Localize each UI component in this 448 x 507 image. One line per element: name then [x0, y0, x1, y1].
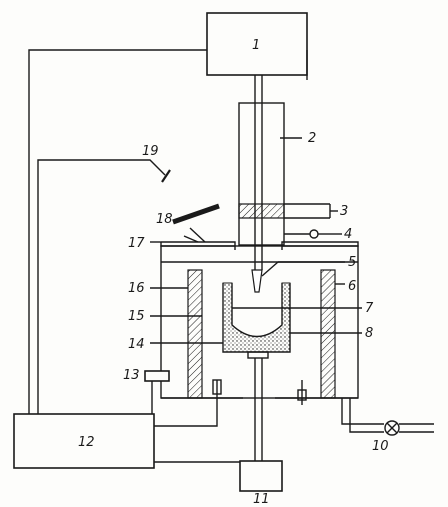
thermocouple-right-head — [297, 389, 307, 401]
leader-5a — [261, 261, 279, 277]
label-15: 15 — [128, 309, 145, 324]
seal-3 — [238, 203, 285, 219]
valve-10 — [384, 420, 400, 436]
label-3: 3 — [340, 204, 348, 219]
window-19 — [161, 169, 171, 183]
label-2: 2 — [308, 131, 316, 146]
label-5: 5 — [348, 255, 356, 270]
label-13: 13 — [123, 368, 140, 383]
box-13 — [144, 370, 170, 382]
label-1: 1 — [252, 38, 260, 53]
label-18: 18 — [156, 212, 173, 227]
chamber-6 — [160, 245, 359, 399]
box-12 — [13, 413, 155, 469]
support — [247, 351, 269, 359]
valve-10-x2 — [386, 422, 398, 434]
seed-5 — [251, 269, 263, 293]
thermocouple-left-head — [212, 379, 222, 395]
label-8: 8 — [365, 326, 373, 341]
label-16: 16 — [128, 281, 145, 296]
crucible-8 — [222, 282, 291, 353]
wire-tc-12 — [153, 398, 218, 427]
valve-4 — [309, 229, 319, 239]
viewport-18-arm — [189, 227, 206, 243]
heater-16-left — [187, 269, 203, 399]
box-11 — [239, 460, 283, 492]
label-14: 14 — [128, 337, 145, 352]
wire-1-12 — [28, 49, 207, 414]
label-19: 19 — [142, 144, 159, 159]
label-6: 6 — [348, 279, 356, 294]
tube-2 — [238, 102, 285, 246]
label-10: 10 — [372, 439, 389, 454]
label-7: 7 — [365, 301, 374, 316]
label-17: 17 — [128, 236, 145, 251]
label-11: 11 — [253, 492, 270, 507]
wire-19 — [37, 159, 166, 414]
label-12: 12 — [78, 435, 95, 450]
label-4: 4 — [344, 227, 352, 242]
heater-right — [320, 269, 336, 399]
box-1 — [206, 12, 308, 76]
viewport-18-arm-b — [183, 235, 199, 243]
chamber-top-left — [161, 241, 236, 250]
pipe-10-top — [341, 398, 384, 425]
viewport-18 — [172, 203, 220, 225]
pipe-10-bottom — [349, 398, 384, 433]
